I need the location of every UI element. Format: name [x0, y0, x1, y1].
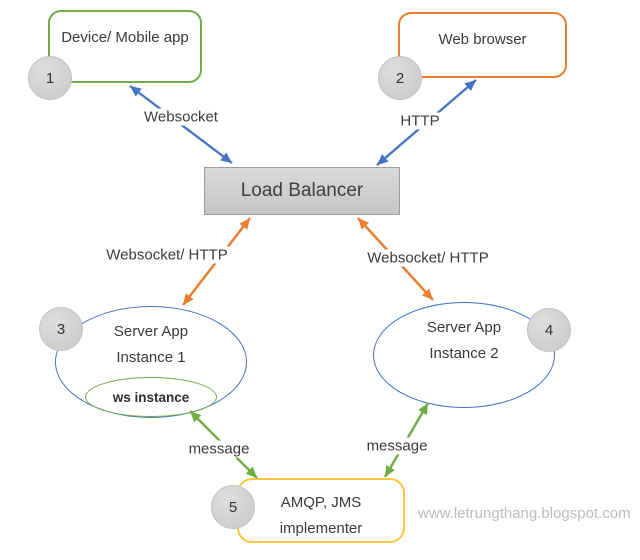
step-badge-1: 1: [28, 56, 72, 100]
server-app-instance-2-node: Server App Instance 2: [373, 302, 555, 408]
step-badge-5: 5: [211, 485, 255, 529]
server-app-instance-2-line2: Instance 2: [429, 345, 499, 362]
server-app-instance-2-line1: Server App: [426, 319, 502, 336]
step-badge-3: 3: [39, 307, 83, 351]
ws-instance-label: ws instance: [112, 389, 190, 405]
server-app-instance-1-node: Server App Instance 1: [55, 306, 247, 418]
amqp-jms-implementer-node: AMQP, JMS implementer: [237, 478, 405, 543]
server-app-instance-1-line1: Server App: [113, 323, 189, 340]
web-browser-node: Web browser: [398, 12, 567, 78]
server-app-instance-1-line2: Instance 1: [116, 349, 186, 366]
ws-instance-node: ws instance: [85, 377, 217, 417]
device-mobile-app-label: Device/ Mobile app: [61, 28, 189, 46]
device-mobile-app-node: Device/ Mobile app: [48, 10, 202, 83]
amqp-jms-line2: implementer: [279, 520, 363, 537]
edge-label-websocket-http-right: Websocket/ HTTP: [364, 249, 492, 267]
load-balancer-node: Load Balancer: [204, 167, 400, 215]
step-badge-2: 2: [378, 56, 422, 100]
edge-label-websocket: Websocket: [141, 108, 221, 126]
watermark-url: www.letrungthang.blogspot.com: [418, 505, 631, 522]
load-balancer-label: Load Balancer: [240, 180, 364, 201]
edge-label-http: HTTP: [397, 112, 443, 130]
edge-label-message-right: message: [363, 437, 431, 455]
edge-label-websocket-http-left: Websocket/ HTTP: [103, 246, 231, 264]
step-badge-4: 4: [527, 308, 571, 352]
amqp-jms-line1: AMQP, JMS: [280, 494, 362, 511]
edge-label-message-left: message: [185, 440, 253, 458]
web-browser-label: Web browser: [438, 31, 527, 48]
